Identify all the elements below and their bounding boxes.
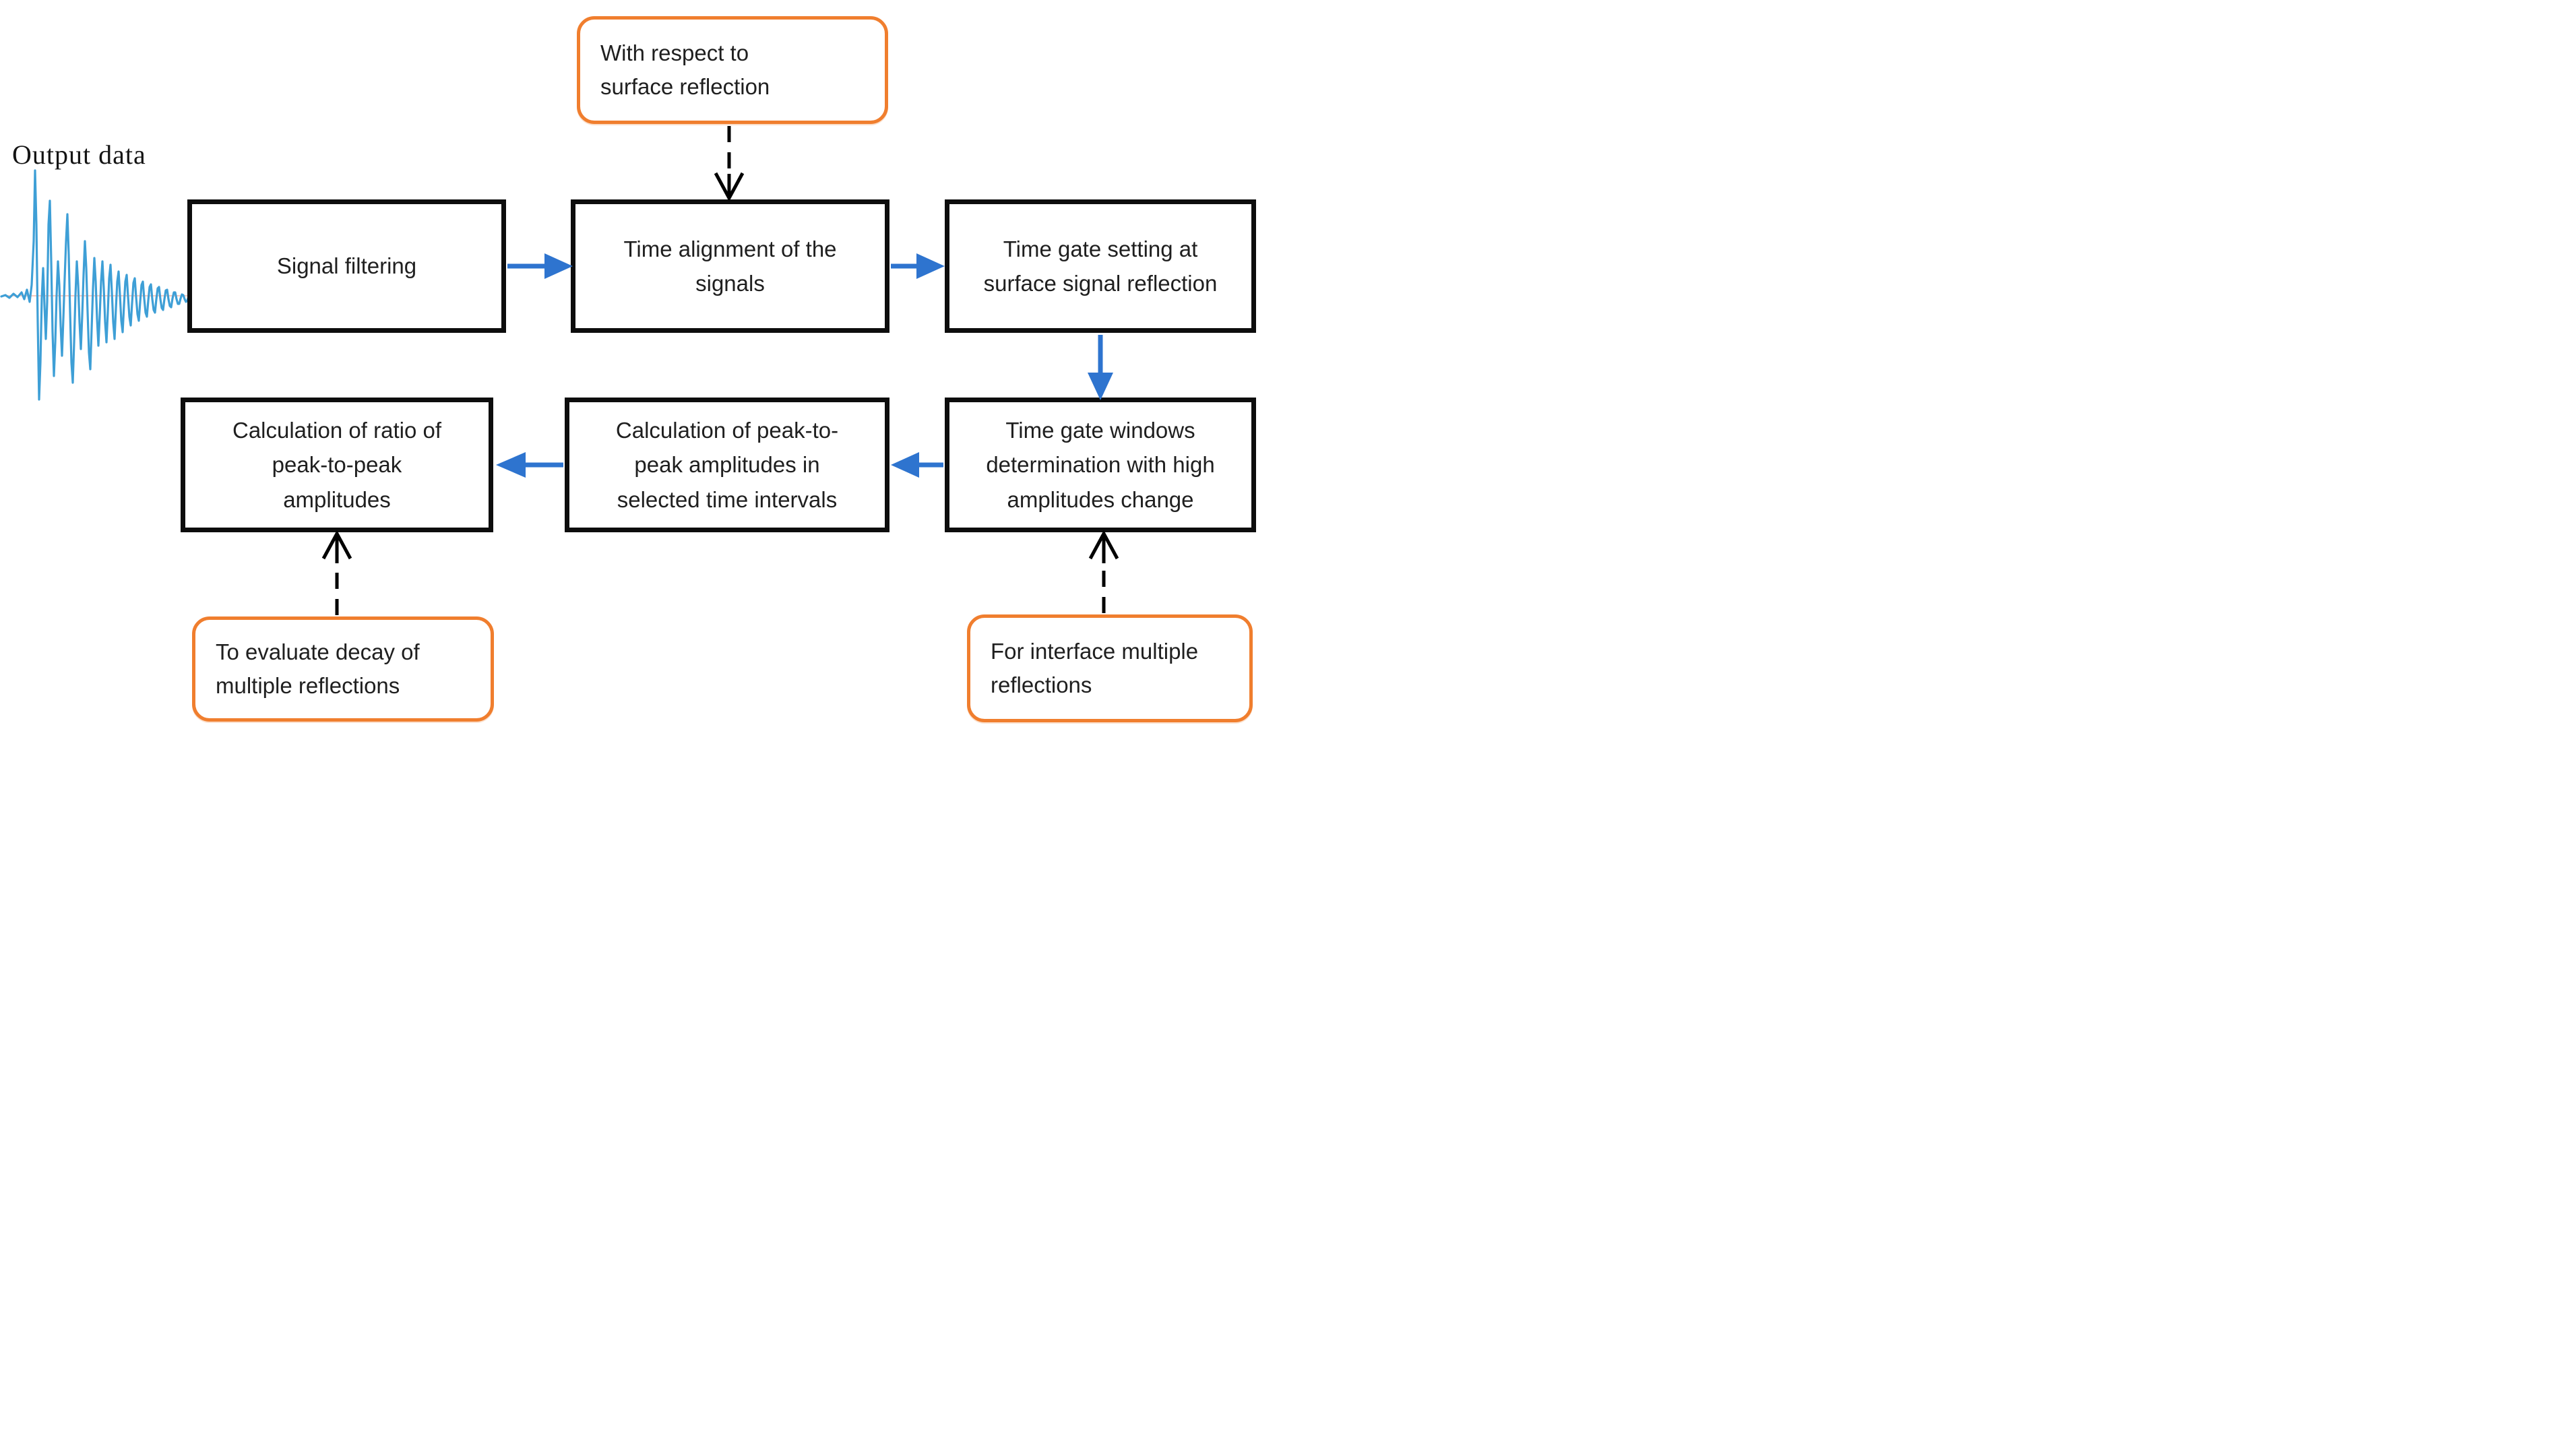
note-text: With respect to surface reflection	[580, 36, 885, 104]
note-box-with-respect: With respect to surface reflection	[577, 16, 888, 124]
process-text: Calculation of ratio of peak-to-peak amp…	[232, 413, 441, 516]
arrow-alignment-to-gate-setting	[891, 253, 945, 279]
arrow-gate-setting-to-gate-windows	[1088, 335, 1113, 400]
process-text: Signal filtering	[277, 249, 416, 283]
note-box-for-interface: For interface multiple reflections	[967, 614, 1253, 722]
process-box-calc-peak-to-peak: Calculation of peak-to- peak amplitudes …	[565, 398, 889, 532]
note-text: For interface multiple reflections	[970, 635, 1249, 702]
note-line: For interface multiple	[991, 638, 1199, 664]
process-line: surface signal reflection	[983, 271, 1218, 296]
waveform-trace	[0, 169, 202, 401]
process-box-calc-ratio: Calculation of ratio of peak-to-peak amp…	[181, 398, 493, 532]
process-line: peak amplitudes in	[634, 452, 820, 478]
note-line: multiple reflections	[216, 673, 400, 698]
process-line: signals	[695, 271, 765, 296]
note-line: With respect to	[600, 40, 749, 65]
process-line: Signal filtering	[276, 253, 417, 279]
note-line: reflections	[991, 672, 1092, 697]
process-line: peak-to-peak	[272, 452, 402, 478]
process-text: Time gate windows determination with hig…	[986, 413, 1214, 516]
process-text: Calculation of peak-to- peak amplitudes …	[616, 413, 838, 516]
arrow-calc-peak-to-calc-ratio	[496, 452, 563, 478]
arrow-filtering-to-alignment	[507, 253, 573, 279]
process-box-time-gate-windows: Time gate windows determination with hig…	[945, 398, 1256, 532]
process-line: Calculation of peak-to-	[615, 418, 839, 443]
process-line: Time gate windows	[1005, 418, 1195, 443]
note-line: surface reflection	[600, 74, 770, 99]
process-line: selected time intervals	[617, 486, 838, 512]
flowchart-canvas: Output data With respect to surface refl…	[0, 0, 1281, 728]
process-line: determination with high	[986, 452, 1215, 478]
output-data-label: Output data	[12, 139, 146, 170]
dashed-arrow-note-to-calc-ratio	[321, 530, 352, 615]
ultrasonic-waveform-image	[0, 169, 202, 401]
arrow-gate-windows-to-calc-peak	[891, 452, 943, 478]
note-text: To evaluate decay of multiple reflection…	[195, 635, 491, 703]
process-box-time-alignment: Time alignment of the signals	[571, 199, 889, 333]
process-line: Time gate setting at	[1003, 236, 1198, 261]
dashed-arrow-note-to-gate-windows	[1088, 530, 1119, 613]
process-line: Calculation of ratio of	[232, 418, 441, 443]
process-line: amplitudes change	[1007, 486, 1194, 512]
dashed-arrow-note-to-alignment	[714, 126, 745, 202]
process-text: Time alignment of the signals	[623, 232, 836, 300]
note-box-to-evaluate: To evaluate decay of multiple reflection…	[192, 616, 494, 722]
process-line: Time alignment of the	[623, 236, 837, 261]
process-box-time-gate-setting: Time gate setting at surface signal refl…	[945, 199, 1256, 333]
process-line: amplitudes	[283, 486, 391, 512]
process-box-signal-filtering: Signal filtering	[187, 199, 506, 333]
note-line: To evaluate decay of	[216, 639, 420, 664]
process-text: Time gate setting at surface signal refl…	[984, 232, 1218, 300]
